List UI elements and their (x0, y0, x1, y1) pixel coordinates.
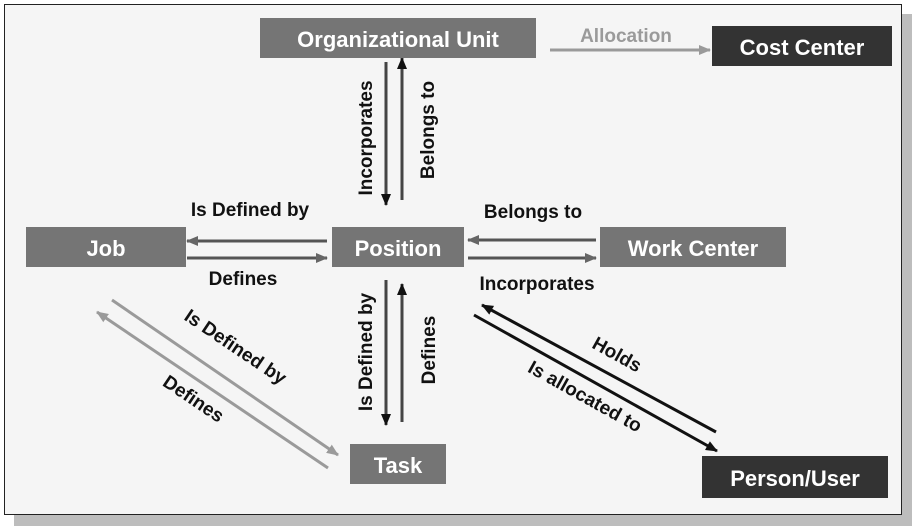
node-label: Organizational Unit (297, 27, 499, 52)
label-is-defined-by-diag: Is Defined by (180, 306, 290, 390)
node-person-user: Person/User (702, 456, 888, 498)
node-job: Job (26, 227, 186, 267)
node-position: Position (332, 227, 464, 267)
node-label: Work Center (628, 236, 759, 261)
label-incorporates-org: Incorporates (356, 80, 377, 195)
label-incorporates-wc: Incorporates (479, 274, 594, 295)
arrow-holds (481, 303, 717, 434)
label-defines-task: Defines (419, 316, 440, 385)
node-label: Task (374, 453, 423, 478)
node-label: Position (355, 236, 442, 261)
arrow-is-allocated-to (473, 313, 718, 453)
node-work-center: Work Center (600, 227, 786, 267)
label-allocation: Allocation (580, 26, 672, 47)
node-organizational-unit: Organizational Unit (260, 18, 536, 58)
label-belongs-to-wc: Belongs to (484, 202, 582, 223)
label-is-defined-by-job: Is Defined by (191, 200, 310, 221)
node-cost-center: Cost Center (712, 26, 892, 66)
arrows (96, 45, 718, 470)
label-holds: Holds (588, 333, 644, 377)
node-task: Task (350, 444, 446, 484)
arrow-defines-diag (96, 310, 329, 470)
label-belongs-to-org: Belongs to (418, 81, 439, 179)
node-label: Person/User (730, 466, 860, 491)
label-is-defined-by-task: Is Defined by (356, 292, 377, 411)
label-defines-diag: Defines (159, 372, 228, 428)
node-label: Cost Center (740, 35, 865, 60)
label-defines-job: Defines (209, 269, 278, 290)
arrow-is-defined-by-diag (111, 298, 339, 457)
node-label: Job (86, 236, 125, 261)
